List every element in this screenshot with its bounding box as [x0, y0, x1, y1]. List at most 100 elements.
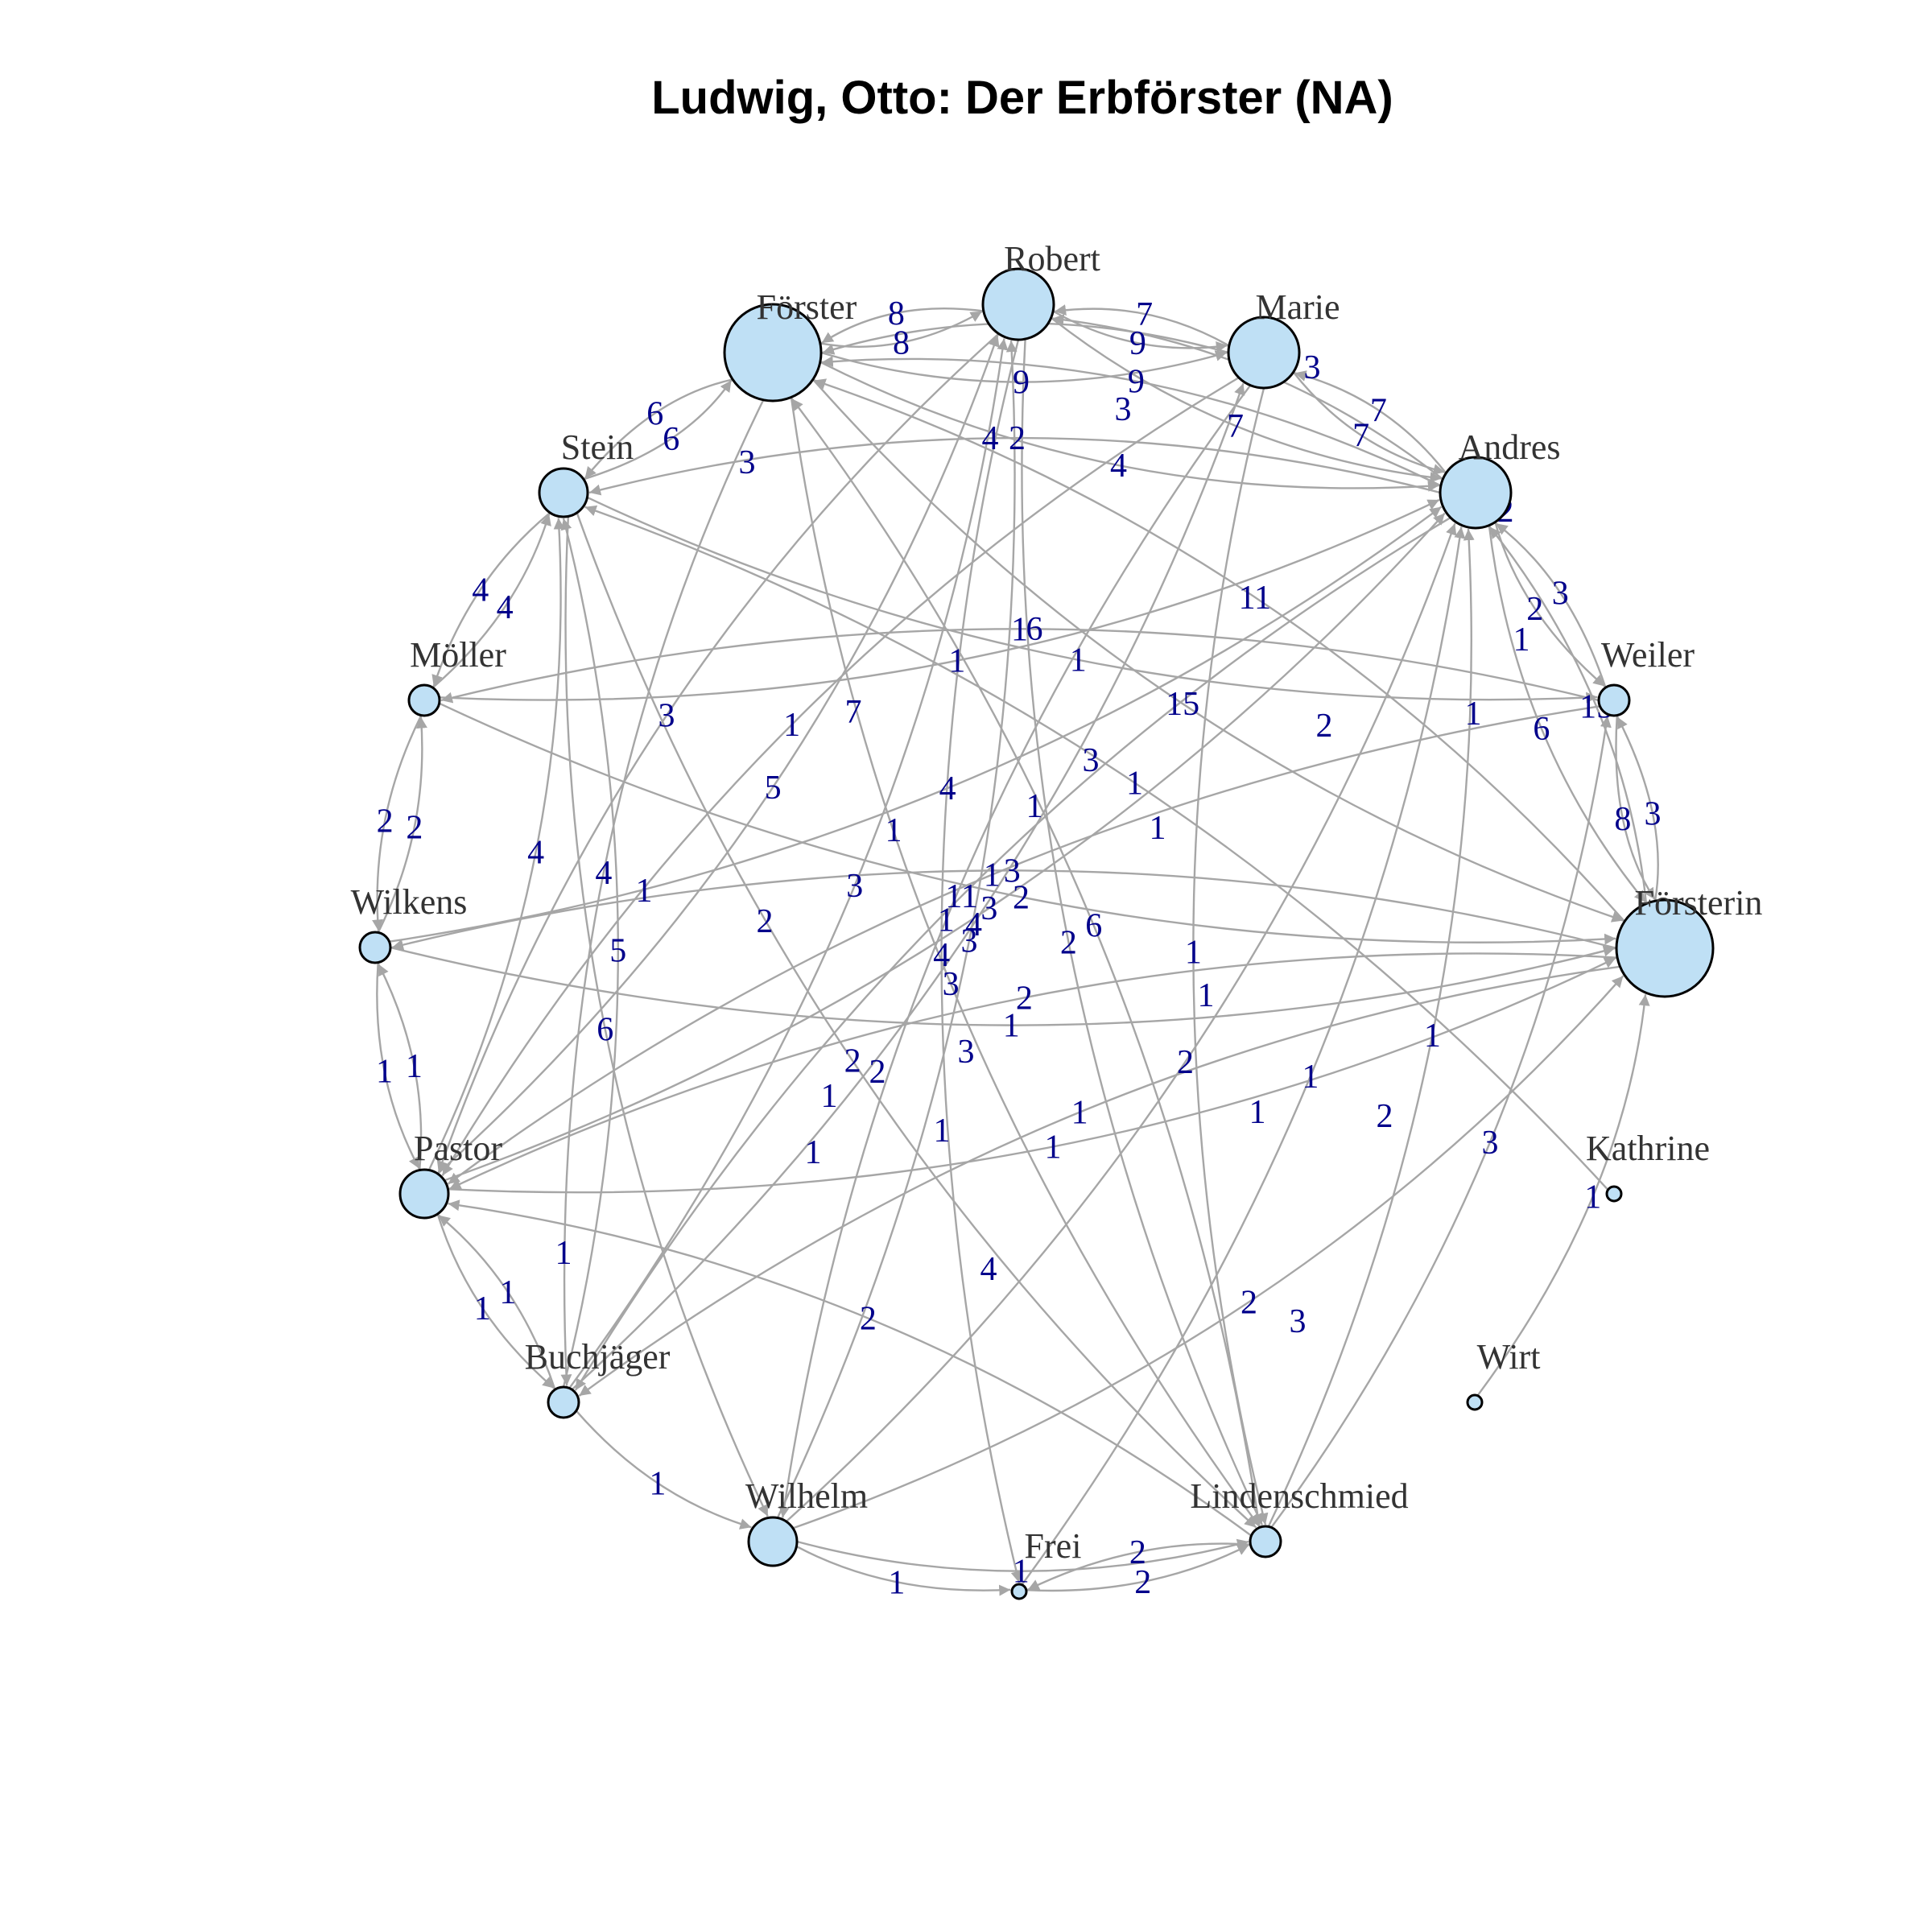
edge-weight-label: 1: [783, 707, 800, 744]
edge-weight-label: 3: [1482, 1125, 1499, 1162]
node-label: Frei: [1025, 1526, 1082, 1566]
node-pastor: [398, 1168, 450, 1220]
edge-weight-label: 1: [1070, 642, 1087, 679]
node-label: Marie: [1255, 287, 1340, 327]
node-label: Förster: [757, 287, 857, 327]
edge-61: [391, 869, 1617, 951]
edge-21: [431, 514, 551, 689]
edge-weight-label: 1: [888, 1564, 905, 1601]
edge-label-layer: 8897777766939423836154422111111221112163…: [376, 295, 1662, 1601]
edge-22: [372, 715, 423, 931]
edge-weight-label: 6: [1085, 908, 1102, 945]
edge-31: [1026, 1544, 1249, 1592]
edge-weight-label: 2: [1009, 420, 1026, 457]
edge-weight-label: 1: [499, 1274, 516, 1311]
edge-weight-label: 7: [845, 694, 862, 731]
node-layer: [358, 267, 1715, 1600]
edge-weight-label: 1: [1071, 1095, 1088, 1132]
edge-weight-label: 2: [1526, 591, 1543, 628]
edge-weight-label: 2: [406, 810, 423, 847]
edge-weight-label: 4: [939, 770, 956, 807]
edge-66: [564, 516, 769, 1517]
edge-weight-label: 2: [1016, 980, 1033, 1017]
edge-12: [821, 356, 1442, 487]
node-lindenschmied: [1249, 1525, 1282, 1558]
edge-weight-label: 1: [948, 643, 965, 680]
node-andres: [1439, 456, 1513, 530]
edge-weight-label: 1: [1198, 977, 1215, 1014]
edge-30: [1027, 1542, 1251, 1591]
edge-52: [574, 517, 1451, 1391]
edge-weight-label: 11: [1239, 580, 1271, 617]
node-marie: [1227, 316, 1301, 390]
edge-17: [1616, 716, 1659, 902]
edge-weight-label: 1: [886, 812, 902, 849]
edge-20: [431, 511, 551, 687]
edge-weight-label: 6: [1533, 711, 1550, 748]
edge-weight-label: 2: [1377, 1098, 1393, 1135]
edge-40: [568, 338, 1009, 1389]
edge-56: [940, 339, 1022, 1583]
edge-63: [814, 378, 1625, 923]
node-label: Buchjäger: [525, 1337, 671, 1377]
edge-47: [576, 512, 1257, 1529]
edge-weight-label: 3: [1304, 349, 1321, 386]
edge-weight-label: 3: [960, 923, 977, 960]
edge-weight-label: 1: [1513, 621, 1530, 658]
edge-weight-label: 3: [943, 966, 960, 1003]
node-label: Wilhelm: [745, 1476, 868, 1516]
edge-70: [447, 705, 1600, 1185]
edge-5: [1292, 371, 1445, 475]
edge-weight-label: 4: [965, 906, 982, 943]
edge-35: [448, 952, 1618, 1190]
edge-49: [560, 399, 765, 1386]
edge-weight-label: 9: [1129, 325, 1146, 362]
edge-38: [776, 341, 1018, 1519]
edge-weight-label: 1: [1011, 611, 1028, 648]
edge-8: [584, 378, 733, 479]
edge-43: [444, 512, 1446, 1182]
edge-weight-label: 3: [1552, 575, 1569, 612]
node-label: Weiler: [1601, 635, 1695, 675]
edge-55: [588, 436, 1441, 496]
edge-64: [439, 498, 1440, 701]
edge-72: [792, 975, 1624, 1530]
edge-weight-label: 2: [844, 1043, 861, 1080]
edge-weight-label: 1: [1584, 1179, 1601, 1216]
edge-weight-label: 3: [980, 890, 997, 927]
edge-32: [1476, 994, 1650, 1397]
edge-weight-label: 1: [636, 873, 653, 910]
edge-weight-label: 2: [1060, 925, 1077, 962]
edge-68: [1192, 387, 1269, 1525]
node-label: Wirt: [1477, 1337, 1541, 1377]
edge-weight-label: 1: [934, 1113, 951, 1150]
edge-weight-label: 1: [1150, 810, 1166, 847]
edge-14: [1494, 522, 1606, 687]
edge-57: [778, 384, 1252, 1518]
edge-weight-label: 2: [1134, 1564, 1151, 1601]
edge-weight-label: 1: [1249, 1094, 1266, 1131]
edge-15: [1495, 522, 1607, 688]
edge-50: [436, 332, 1000, 1173]
node-label: Kathrine: [1586, 1129, 1710, 1168]
edge-53: [578, 965, 1620, 1397]
edge-3: [1054, 304, 1230, 347]
edge-41: [571, 382, 1245, 1391]
node-wilhelm: [747, 1516, 799, 1567]
node-label: Stein: [561, 427, 634, 467]
edge-weight-label: 1: [1013, 1554, 1030, 1591]
edge-4: [1050, 316, 1442, 483]
edge-weight-label: 6: [663, 421, 679, 458]
edge-weight-label: 2: [757, 903, 774, 940]
node-label: Lindenschmied: [1190, 1476, 1408, 1516]
node-weiler: [1597, 683, 1631, 717]
edge-weight-label: 4: [980, 1251, 997, 1288]
edge-65: [389, 506, 1443, 943]
edge-weight-label: 7: [1227, 408, 1244, 445]
edge-weight-label: 8: [1614, 801, 1631, 838]
node-label-layer: RobertMarieAndresWeilerFörsterinKathrine…: [351, 239, 1763, 1566]
edge-weight-label: 1: [649, 1465, 666, 1502]
edge-6: [1294, 370, 1447, 474]
edge-weight-label: 9: [1013, 365, 1030, 402]
edge-weight-label: 1: [821, 1078, 838, 1115]
